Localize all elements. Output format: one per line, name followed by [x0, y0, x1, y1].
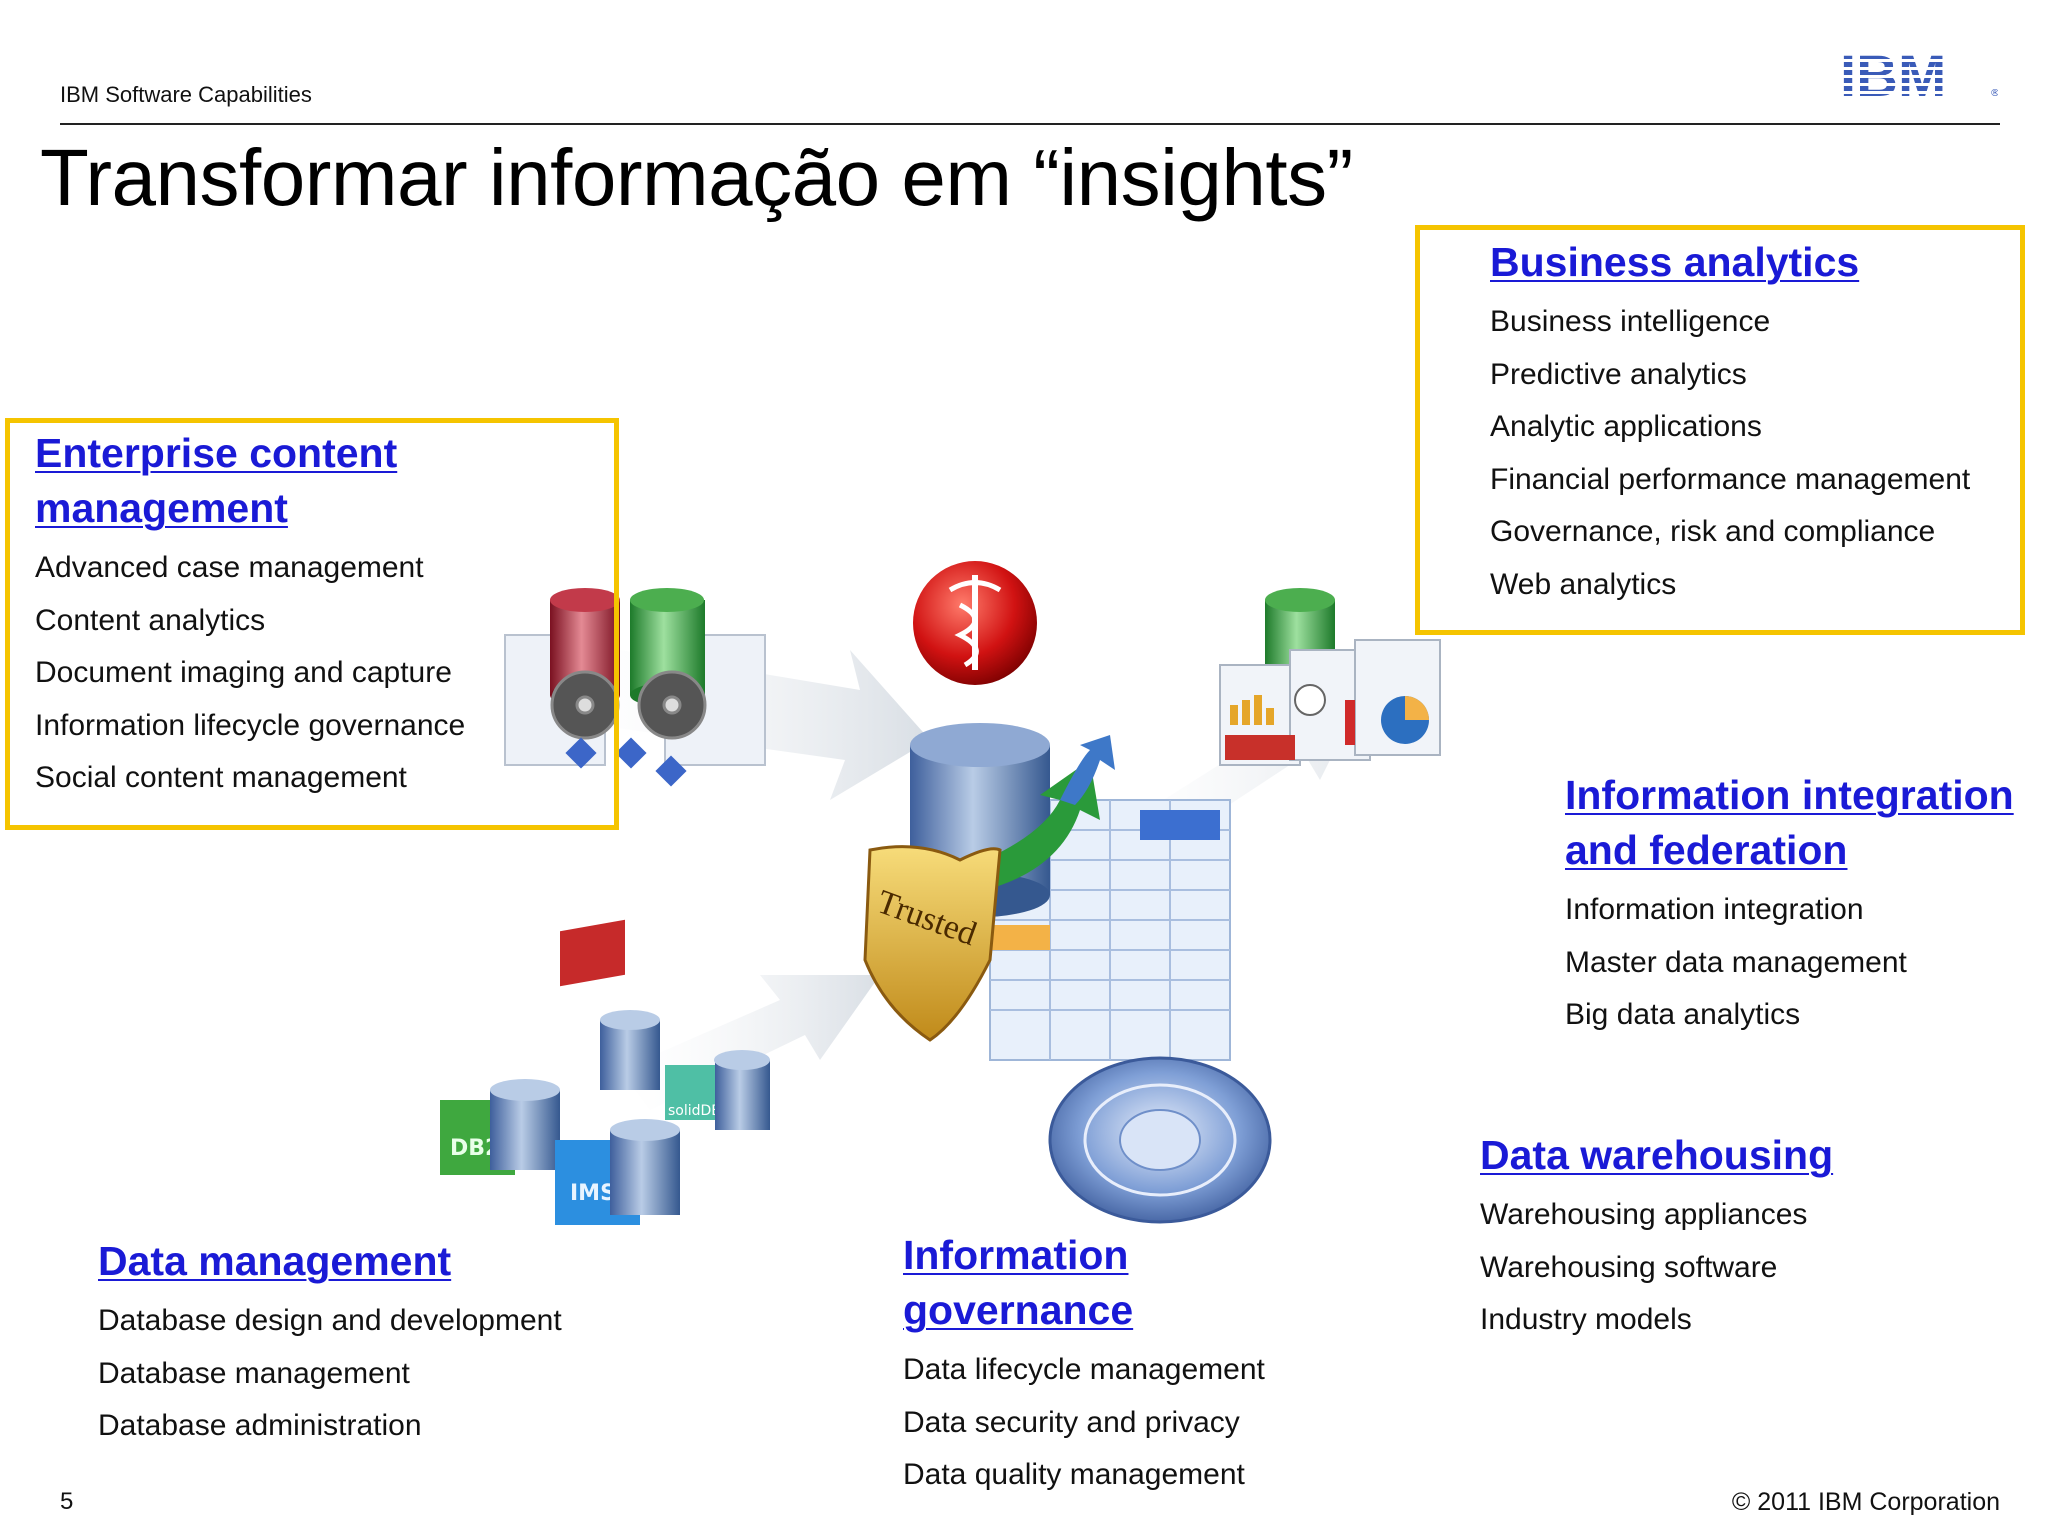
ecm-title-line2: management — [35, 485, 288, 531]
db-ims-icon: IMS — [555, 1119, 680, 1225]
medical-caduceus-icon — [913, 561, 1037, 685]
business-analytics-link[interactable]: Business analytics — [1490, 239, 1860, 285]
business-analytics-highlight — [1415, 225, 2025, 635]
list-item: Warehousing software — [1480, 1250, 1778, 1284]
list-item: Database management — [98, 1356, 410, 1390]
data-warehousing-block: Data warehousing Warehousing appliances … — [1480, 1128, 1833, 1347]
list-item: Master data management — [1565, 945, 1907, 979]
list-item: Analytic applications — [1490, 410, 1762, 443]
db-informix-icon: informix — [560, 919, 660, 1090]
db-label-ims: IMS — [570, 1181, 616, 1206]
integration-block: Information integration and federation I… — [1565, 768, 2014, 1042]
svg-text:®: ® — [1990, 88, 1998, 99]
list-item: Big data analytics — [1565, 998, 1801, 1031]
ecm-title-line1: Enterprise content — [35, 430, 398, 476]
ecm-link[interactable]: Enterprise content management — [35, 426, 465, 536]
ibm-logo: IBM ® — [1840, 50, 1998, 106]
section-label: IBM Software Capabilities — [60, 82, 312, 107]
integration-link[interactable]: Information integration and federation — [1565, 768, 2014, 878]
list-item: Web analytics — [1490, 567, 1677, 601]
data-warehousing-link[interactable]: Data warehousing — [1480, 1132, 1834, 1178]
integration-title-line2: and federation — [1565, 827, 1848, 873]
chart-report-icon — [1219, 588, 1441, 766]
data-management-link[interactable]: Data management — [98, 1238, 452, 1284]
page-number: 5 — [60, 1488, 74, 1515]
governance-title-line1: Information — [903, 1232, 1129, 1278]
list-item: Governance, risk and compliance — [1490, 515, 1936, 548]
slide-title: Transformar informação em “insights” — [40, 133, 1353, 222]
governance-disc-icon — [1048, 1056, 1272, 1224]
db-soliddb-icon: solidDB — [665, 1050, 770, 1130]
list-item: Data quality management — [903, 1458, 1245, 1491]
list-item: Database design and development — [98, 1304, 562, 1337]
ecm-block: Enterprise content management Advanced c… — [35, 426, 465, 805]
governance-block: Information governance Data lifecycle ma… — [903, 1228, 1265, 1502]
list-item: Warehousing appliances — [1480, 1198, 1808, 1231]
list-item: Content analytics — [35, 603, 266, 637]
list-item: Database administration — [98, 1409, 422, 1442]
list-item: Advanced case management — [35, 551, 424, 584]
list-item: Data security and privacy — [903, 1405, 1240, 1439]
list-item: Information lifecycle governance — [35, 708, 466, 742]
list-item: Business intelligence — [1490, 305, 1771, 338]
list-item: Social content management — [35, 761, 407, 794]
governance-title-line2: governance — [903, 1287, 1134, 1333]
list-item: Document imaging and capture — [35, 656, 452, 689]
trusted-shield-icon: Trusted — [863, 845, 1002, 1042]
governance-link[interactable]: Information governance — [903, 1228, 1265, 1338]
db-db2-icon: DB2 — [440, 1079, 560, 1175]
data-management-block: Data management Database design and deve… — [98, 1234, 562, 1453]
list-item: Industry models — [1480, 1303, 1692, 1336]
list-item: Financial performance management — [1490, 462, 1971, 496]
integration-title-line1: Information integration — [1565, 772, 2014, 818]
db-label-soliddb: solidDB — [668, 1103, 721, 1119]
list-item: Predictive analytics — [1490, 357, 1747, 391]
list-item: Data lifecycle management — [903, 1353, 1265, 1386]
database-cluster-icon: informix solidDB DB2 IMS — [440, 919, 770, 1225]
ecm-highlight — [5, 418, 619, 830]
film-reel-icon — [550, 670, 707, 740]
business-analytics-block: Business analytics Business intelligence… — [1490, 235, 1970, 611]
list-item: Information integration — [1565, 893, 1864, 926]
copyright: © 2011 IBM Corporation — [1731, 1488, 2000, 1516]
header-rule — [60, 123, 2000, 125]
